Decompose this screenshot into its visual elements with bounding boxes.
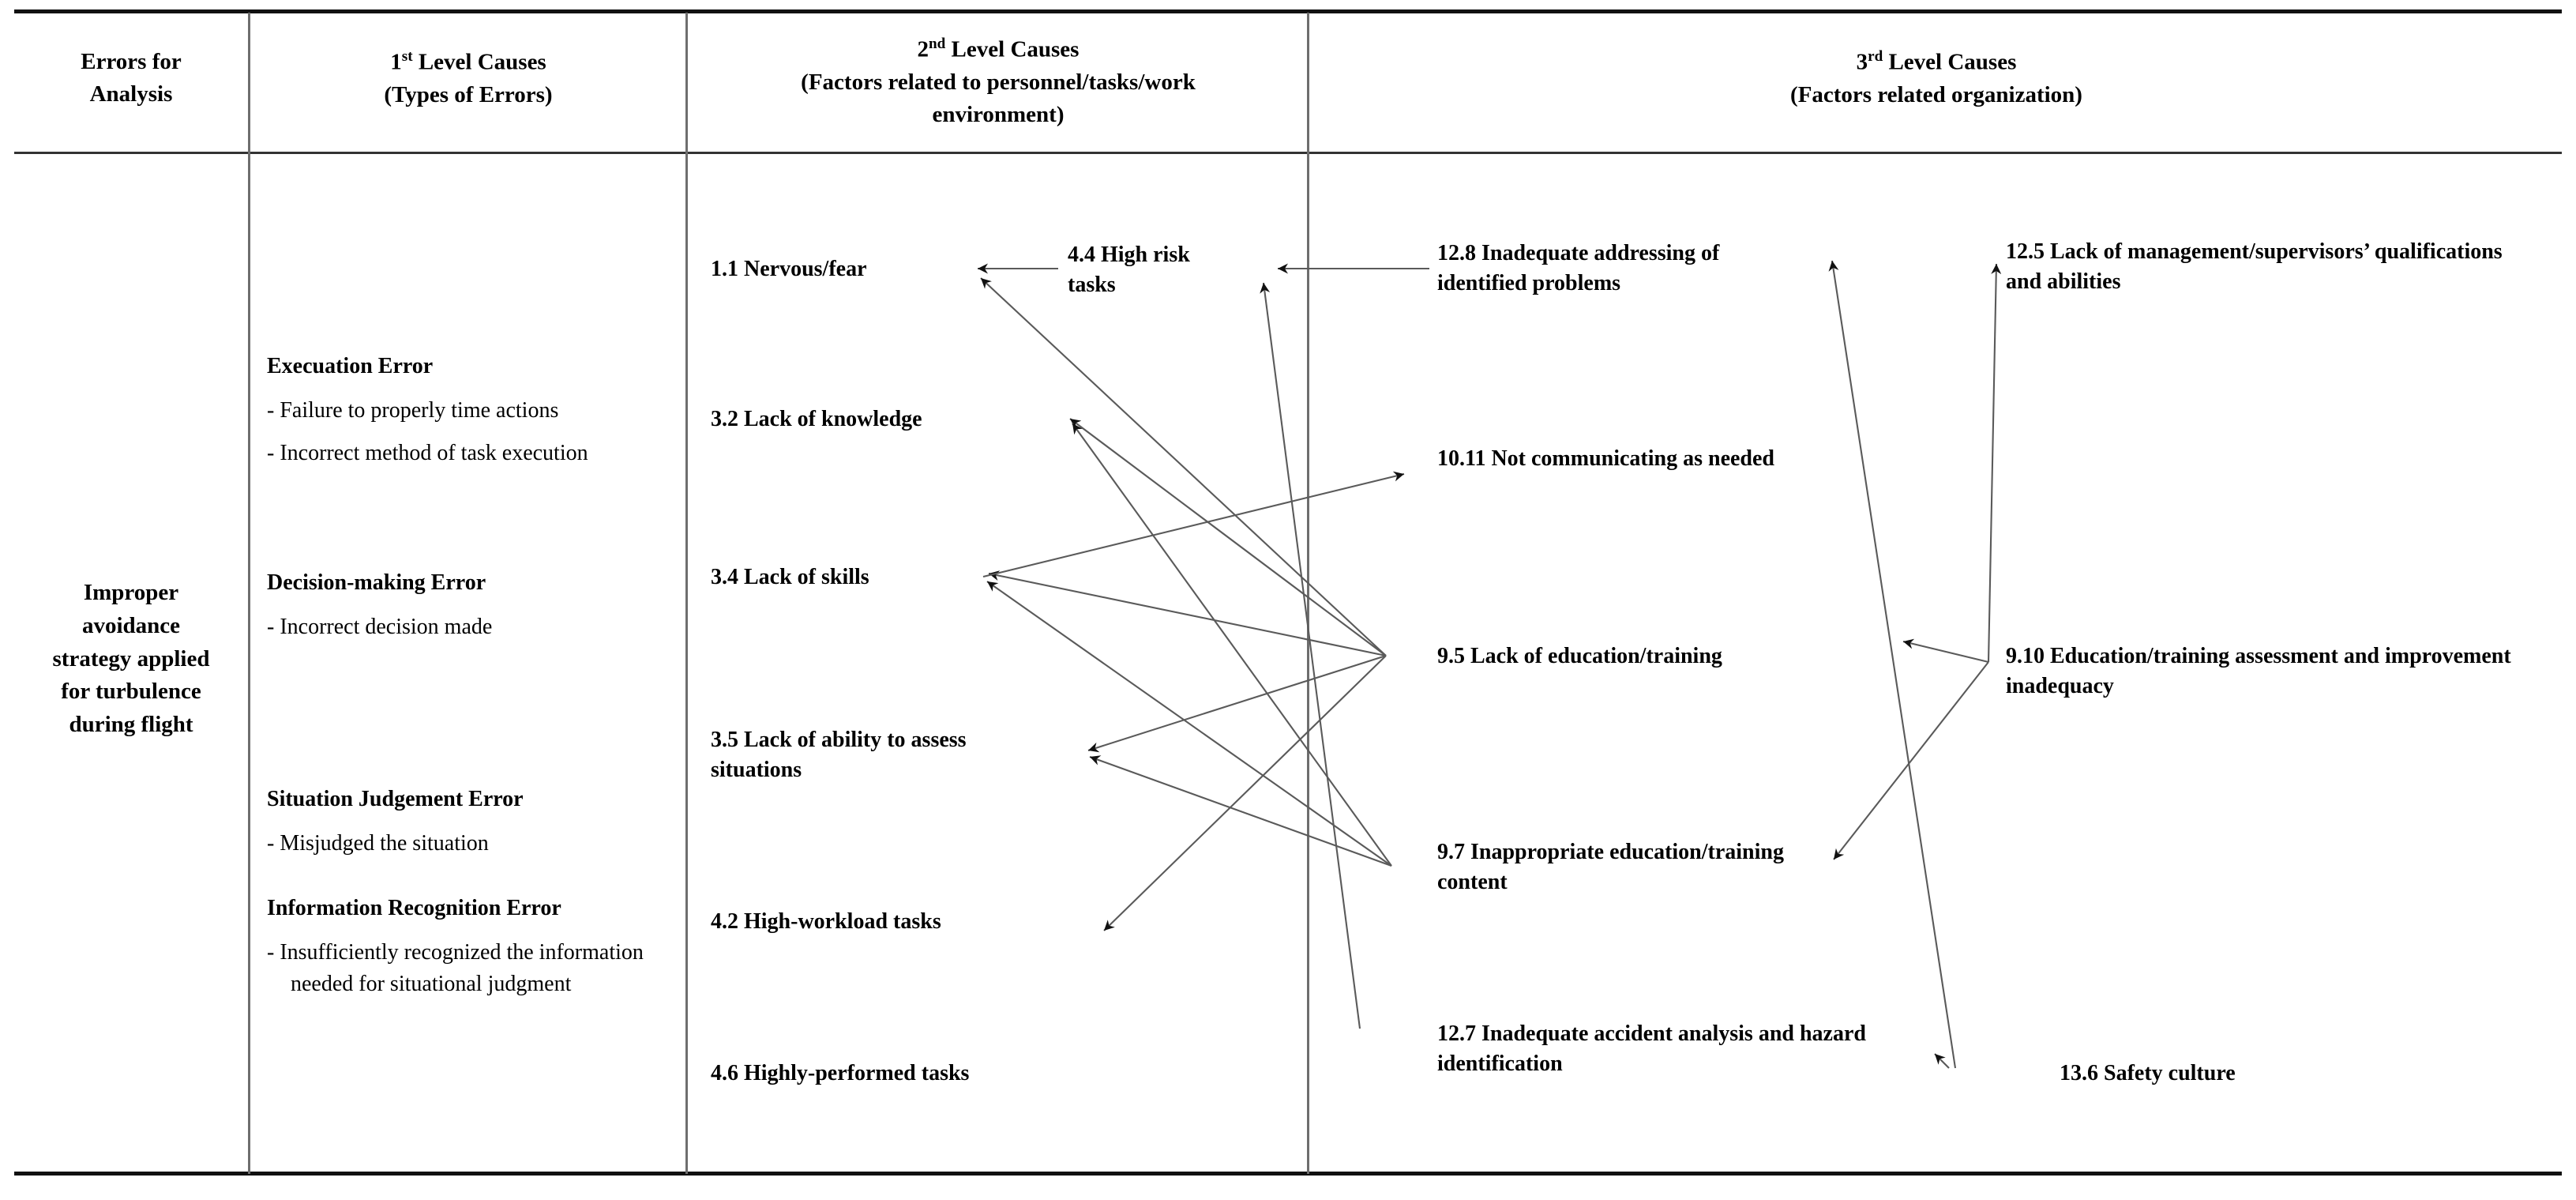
node-3-5-lack-of-ability: 3.5 Lack of ability to assess situations xyxy=(711,728,967,782)
header-line-2: (Types of Errors) xyxy=(384,81,553,107)
header-first-level-causes: 1st Level Causes (Types of Errors) xyxy=(253,46,684,111)
node-4-6-highly-performed-tasks: 4.6 Highly-performed tasks xyxy=(711,1061,970,1085)
arrow-9-5-to-3-2 xyxy=(1069,418,1387,656)
column-divider-1 xyxy=(248,13,250,1174)
error-type-title: Information Recognition Error xyxy=(267,896,561,920)
node-3-2-lack-of-knowledge: 3.2 Lack of knowledge xyxy=(711,407,922,431)
node-12-5-lack-of-management-qualifications: 12.5 Lack of management/supervisors’ qua… xyxy=(2006,239,2503,294)
arrow-9-7-to-3-4 xyxy=(986,581,1392,867)
error-type-title: Execuation Error xyxy=(267,354,434,378)
header-line-1: 2nd Level Causes xyxy=(917,36,1080,62)
error-type-bullet: - Failure to properly time actions xyxy=(267,397,559,423)
table-bottom-border xyxy=(14,1172,2562,1176)
node-13-6-safety-culture: 13.6 Safety culture xyxy=(2060,1061,2236,1085)
analysis-subject-line: Improper xyxy=(83,580,179,605)
header-line-1: Errors for xyxy=(81,49,182,74)
arrow-9-10-to-9-5 xyxy=(1902,638,1989,664)
arrow-9-10-to-9-7 xyxy=(1833,661,1989,860)
header-errors-for-analysis: Errors for Analysis xyxy=(14,46,248,111)
node-3-4-lack-of-skills: 3.4 Lack of skills xyxy=(711,565,869,589)
header-line-2: Analysis xyxy=(89,81,173,107)
header-line-1: 1st Level Causes xyxy=(390,48,546,75)
table-top-border xyxy=(14,9,2562,13)
error-type-title: Decision-making Error xyxy=(267,570,486,595)
node-4-4-high-risk-tasks: 4.4 High risk tasks xyxy=(1068,243,1190,297)
header-third-level-causes: 3rd Level Causes (Factors related organi… xyxy=(1311,46,2562,111)
error-type-situation-judgement: Situation Judgement Error - Misjudged th… xyxy=(267,784,678,871)
analysis-subject-line: avoidance xyxy=(81,612,181,638)
arrow-9-5-to-1-1 xyxy=(980,277,1387,656)
arrow-12-7-to-hub xyxy=(1260,282,1361,1029)
node-10-11-not-communicating: 10.11 Not communicating as needed xyxy=(1437,446,1774,471)
arrow-9-5-to-3-4 xyxy=(988,570,1387,657)
header-line-2: (Factors related organization) xyxy=(1790,81,2082,107)
error-type-decision-making: Decision-making Error - Incorrect decisi… xyxy=(267,567,678,654)
analysis-subject-line: for turbulence xyxy=(61,679,201,705)
arrow-9-7-to-3-5 xyxy=(1089,755,1392,867)
error-type-execuation: Execuation Error - Failure to properly t… xyxy=(267,351,678,480)
arrow-9-10-to-12-5 xyxy=(1987,263,2002,663)
arrow-9-7-to-3-2 xyxy=(1072,423,1392,867)
node-4-2-high-workload-tasks: 4.2 High-workload tasks xyxy=(711,909,941,934)
header-line-1: 3rd Level Causes xyxy=(1856,48,2017,75)
header-line-2: (Factors related to personnel/tasks/work xyxy=(801,69,1196,95)
node-12-7-inadequate-accident-analysis: 12.7 Inadequate accident analysis and ha… xyxy=(1437,1021,1866,1076)
node-12-8-inadequate-addressing: 12.8 Inadequate addressing of identified… xyxy=(1437,241,1720,295)
table-header-separator xyxy=(14,152,2562,154)
node-9-10-education-training-assessment: 9.10 Education/training assessment and i… xyxy=(2006,644,2511,698)
analysis-subject-line: strategy applied xyxy=(52,645,210,671)
error-type-information-recognition: Information Recognition Error - Insuffic… xyxy=(267,893,678,1010)
analysis-subject-line: during flight xyxy=(69,712,193,737)
error-type-bullet: - Insufficiently recognized the informat… xyxy=(267,939,644,996)
arrow-3-4-to-10-11 xyxy=(982,471,1405,578)
header-line-3: environment) xyxy=(932,102,1065,127)
arrow-9-5-to-4-2 xyxy=(1103,655,1387,931)
node-1-1-nervous-fear: 1.1 Nervous/fear xyxy=(711,257,867,281)
node-9-5-lack-of-education-training: 9.5 Lack of education/training xyxy=(1437,644,1722,668)
column-divider-2 xyxy=(685,13,688,1174)
analysis-subject: Improper avoidance strategy applied for … xyxy=(16,577,246,742)
node-9-7-inappropriate-education-content: 9.7 Inappropriate education/training con… xyxy=(1437,840,1784,894)
error-type-title: Situation Judgement Error xyxy=(267,787,524,811)
error-type-bullet: - Incorrect method of task execution xyxy=(267,440,588,465)
error-type-bullet: - Incorrect decision made xyxy=(267,614,493,639)
arrow-9-5-to-3-5 xyxy=(1087,654,1387,753)
error-type-bullet: - Misjudged the situation xyxy=(267,830,489,856)
column-divider-3 xyxy=(1307,13,1309,1174)
header-second-level-causes: 2nd Level Causes (Factors related to per… xyxy=(690,33,1306,131)
